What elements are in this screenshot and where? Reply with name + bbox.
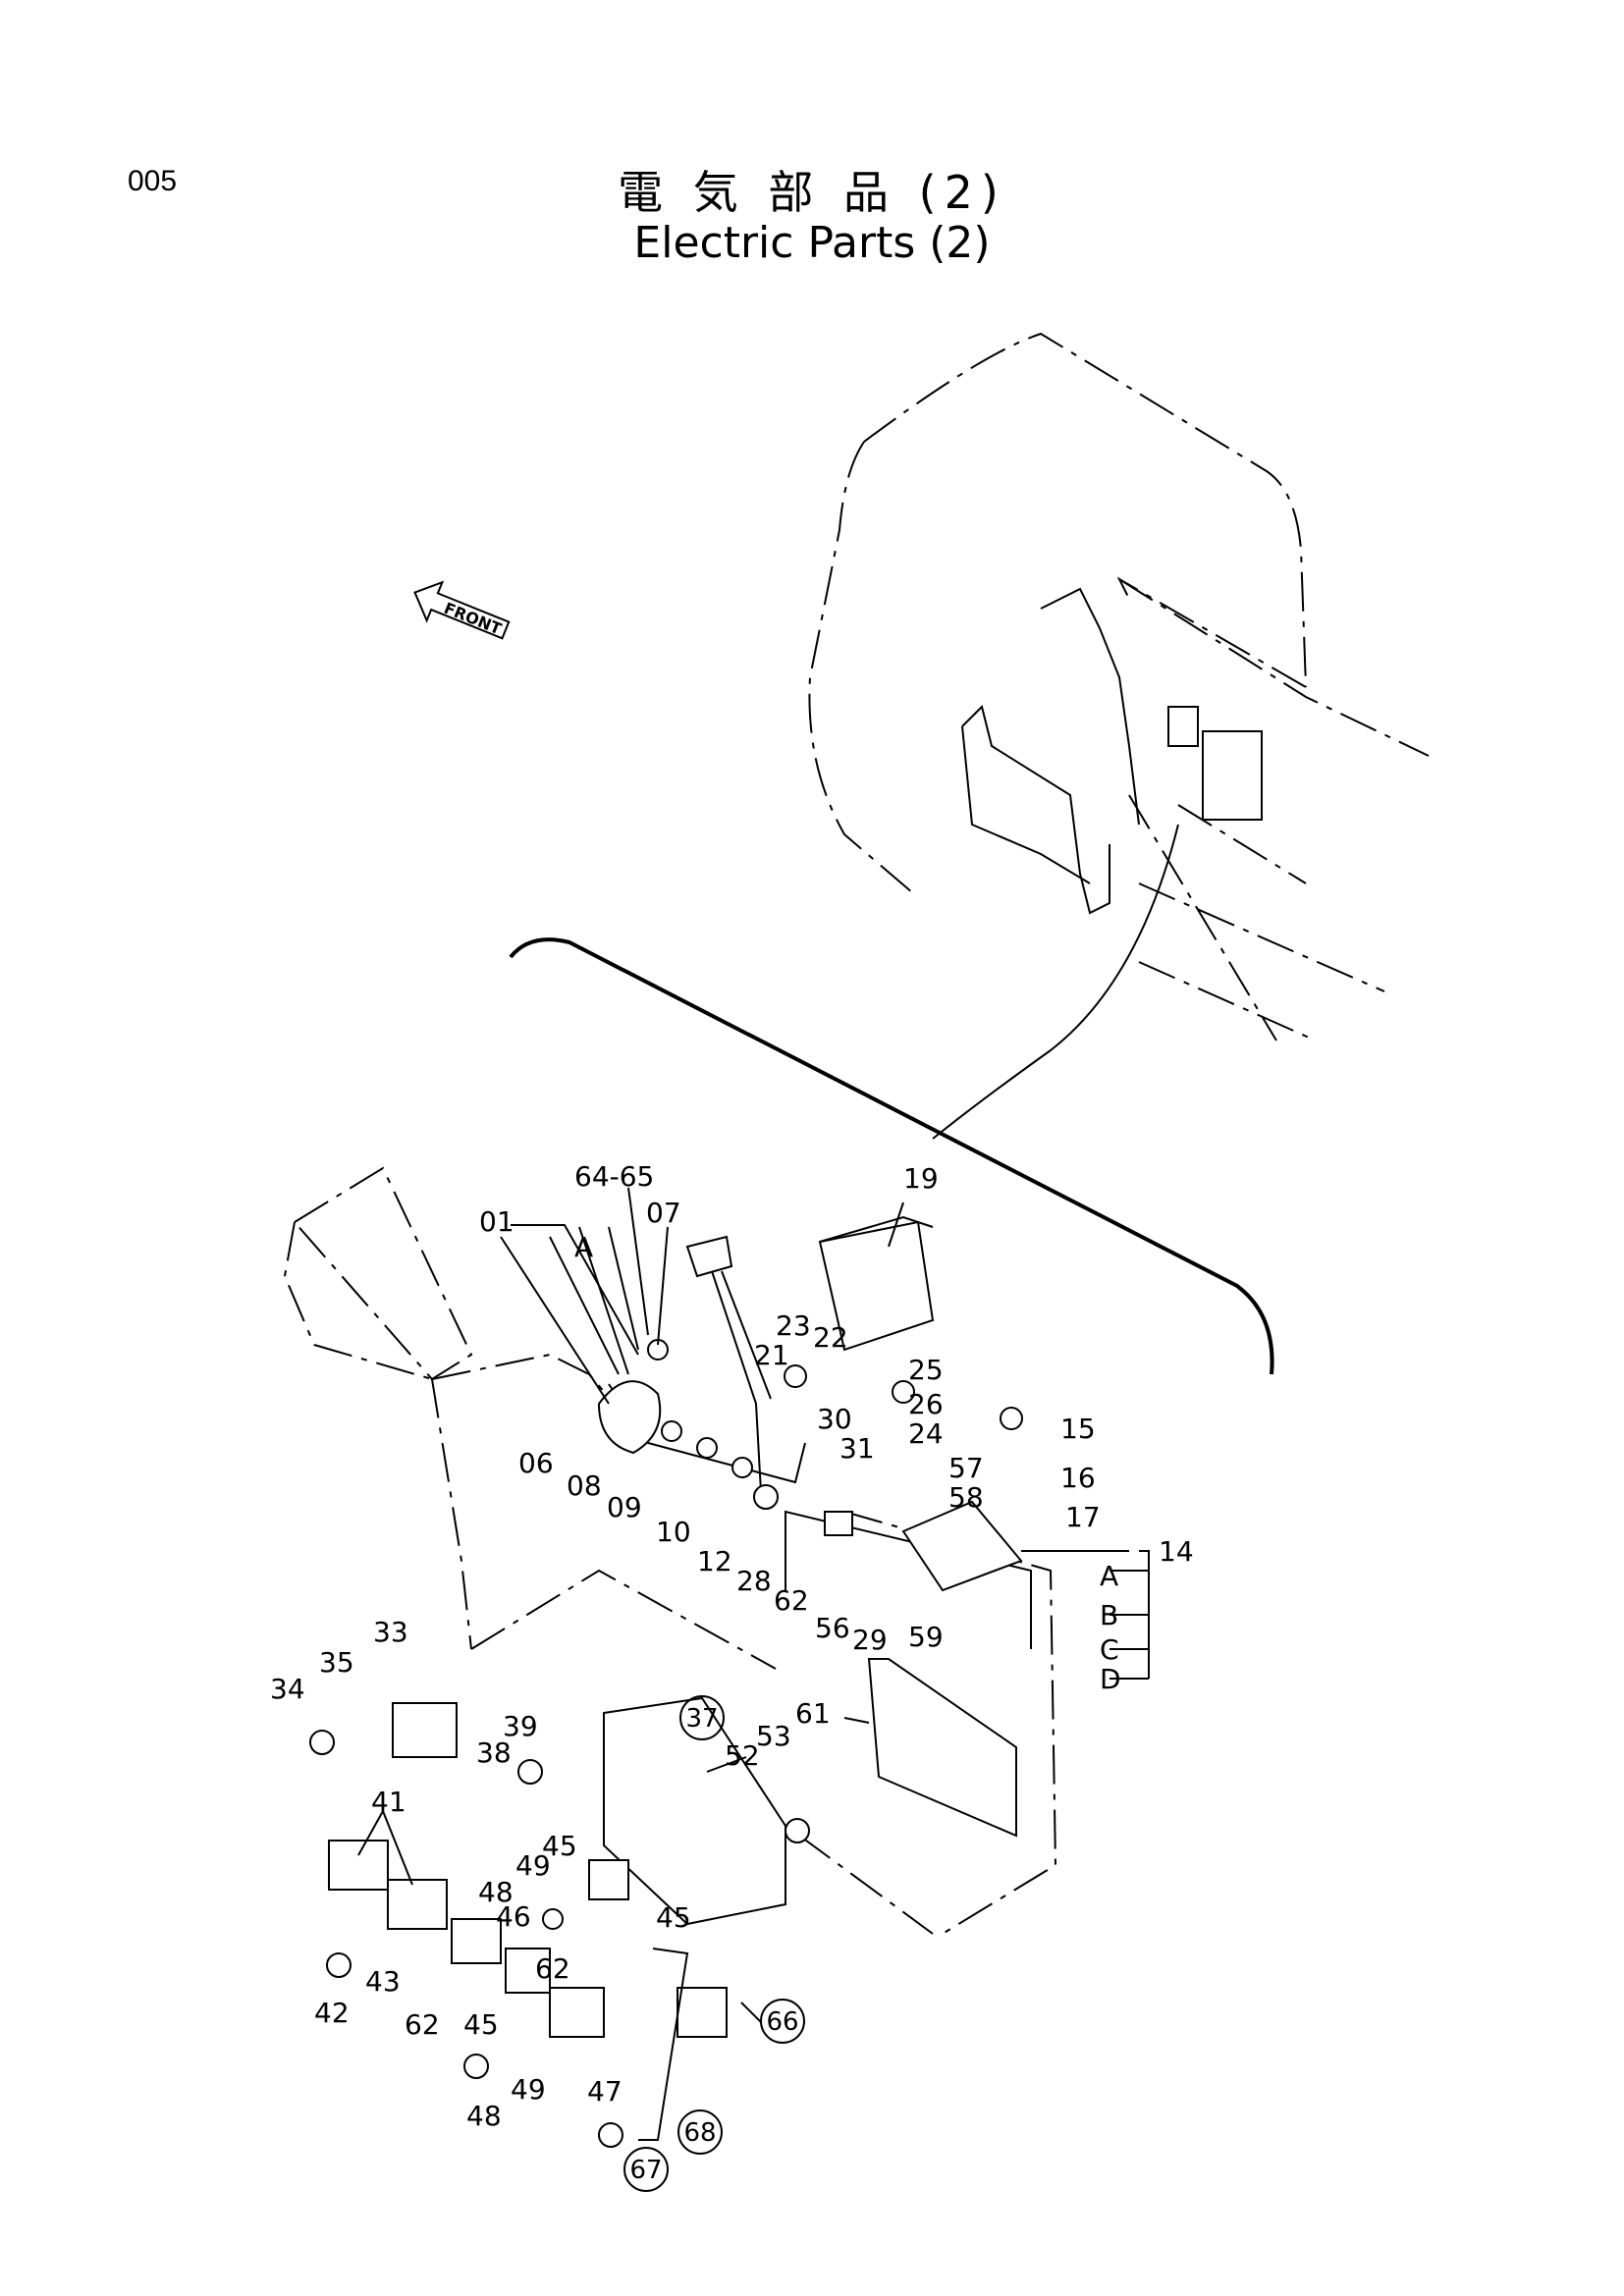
detail-boundary bbox=[509, 937, 1274, 1375]
callout-48-b: 48 bbox=[466, 2100, 502, 2132]
callout-D: D bbox=[1100, 1663, 1121, 1695]
callout-06: 06 bbox=[518, 1447, 554, 1479]
front-arrow-label: FRONT bbox=[442, 599, 505, 639]
callout-16: 16 bbox=[1060, 1462, 1096, 1494]
callout-62-b: 62 bbox=[535, 1952, 570, 1985]
callout-58: 58 bbox=[948, 1481, 984, 1514]
callout-22: 22 bbox=[813, 1321, 848, 1354]
callout-45-b: 45 bbox=[656, 1901, 691, 1934]
callout-42: 42 bbox=[314, 1997, 350, 2029]
circled-callouts: 37 66 68 67 bbox=[623, 1695, 805, 2192]
callout-31: 31 bbox=[839, 1432, 875, 1465]
callout-59: 59 bbox=[908, 1621, 944, 1653]
cab-overview bbox=[808, 332, 1430, 1140]
callout-61: 61 bbox=[795, 1697, 831, 1730]
circled-callout-66: 66 bbox=[760, 1999, 805, 2044]
circled-callout-37: 37 bbox=[679, 1695, 725, 1740]
callout-43: 43 bbox=[365, 1965, 401, 1998]
callout-62-a: 62 bbox=[774, 1584, 809, 1617]
callout-14: 14 bbox=[1159, 1535, 1194, 1568]
callout-49-a: 49 bbox=[515, 1849, 551, 1882]
svg-text:37: 37 bbox=[685, 1704, 718, 1734]
callout-41: 41 bbox=[371, 1786, 406, 1818]
callout-07: 07 bbox=[646, 1197, 681, 1229]
callout-A: A bbox=[574, 1231, 593, 1263]
callout-21: 21 bbox=[754, 1339, 789, 1371]
circled-callout-67: 67 bbox=[623, 2147, 669, 2192]
callout-49-b: 49 bbox=[511, 2073, 546, 2106]
callout-C: C bbox=[1100, 1633, 1119, 1666]
callout-33: 33 bbox=[373, 1616, 408, 1648]
page-number: 005 bbox=[128, 165, 178, 197]
callout-38: 38 bbox=[476, 1736, 512, 1769]
callout-62-c: 62 bbox=[405, 2008, 440, 2041]
svg-text:67: 67 bbox=[629, 2156, 662, 2185]
svg-text:66: 66 bbox=[766, 2007, 798, 2037]
callout-23: 23 bbox=[776, 1309, 811, 1342]
callout-24: 24 bbox=[908, 1417, 944, 1450]
callout-08: 08 bbox=[567, 1469, 602, 1502]
callout-01: 01 bbox=[479, 1205, 514, 1238]
title-japanese: 電 気 部 品 (2) bbox=[618, 166, 1006, 219]
callout-29: 29 bbox=[852, 1624, 888, 1656]
callout-64-65: 64-65 bbox=[574, 1160, 654, 1193]
callout-52: 52 bbox=[725, 1739, 760, 1772]
svg-text:68: 68 bbox=[683, 2118, 716, 2148]
callout-46: 46 bbox=[496, 1900, 531, 1933]
callout-09: 09 bbox=[607, 1491, 642, 1523]
callout-10: 10 bbox=[656, 1516, 691, 1548]
callout-26: 26 bbox=[908, 1388, 944, 1420]
callout-56: 56 bbox=[815, 1612, 850, 1644]
callout-25: 25 bbox=[908, 1354, 944, 1386]
callout-57: 57 bbox=[948, 1452, 984, 1484]
callout-17: 17 bbox=[1065, 1501, 1101, 1533]
leader-lines bbox=[357, 1187, 1150, 2141]
callout-30: 30 bbox=[817, 1403, 852, 1435]
callout-15: 15 bbox=[1060, 1413, 1096, 1445]
callout-39: 39 bbox=[503, 1710, 538, 1742]
callout-45-a: 45 bbox=[542, 1830, 577, 1862]
callout-45-c: 45 bbox=[463, 2008, 499, 2041]
callout-53: 53 bbox=[756, 1720, 791, 1752]
callout-48-a: 48 bbox=[478, 1876, 514, 1908]
title-english: Electric Parts (2) bbox=[633, 218, 991, 268]
callout-12: 12 bbox=[697, 1545, 732, 1577]
callout-labels: 01 A 64-65 07 19 23 22 21 25 26 24 30 31… bbox=[270, 1160, 1194, 2132]
callout-19: 19 bbox=[903, 1162, 939, 1195]
callout-47: 47 bbox=[587, 2075, 623, 2108]
front-arrow-icon: FRONT bbox=[413, 580, 511, 640]
callout-B: B bbox=[1100, 1599, 1118, 1631]
circled-callout-68: 68 bbox=[677, 2109, 723, 2155]
callout-35: 35 bbox=[319, 1646, 354, 1679]
callout-28: 28 bbox=[736, 1565, 772, 1597]
callout-34: 34 bbox=[270, 1673, 305, 1705]
callout-A2: A bbox=[1100, 1560, 1118, 1592]
console-detail bbox=[283, 1166, 1057, 2148]
